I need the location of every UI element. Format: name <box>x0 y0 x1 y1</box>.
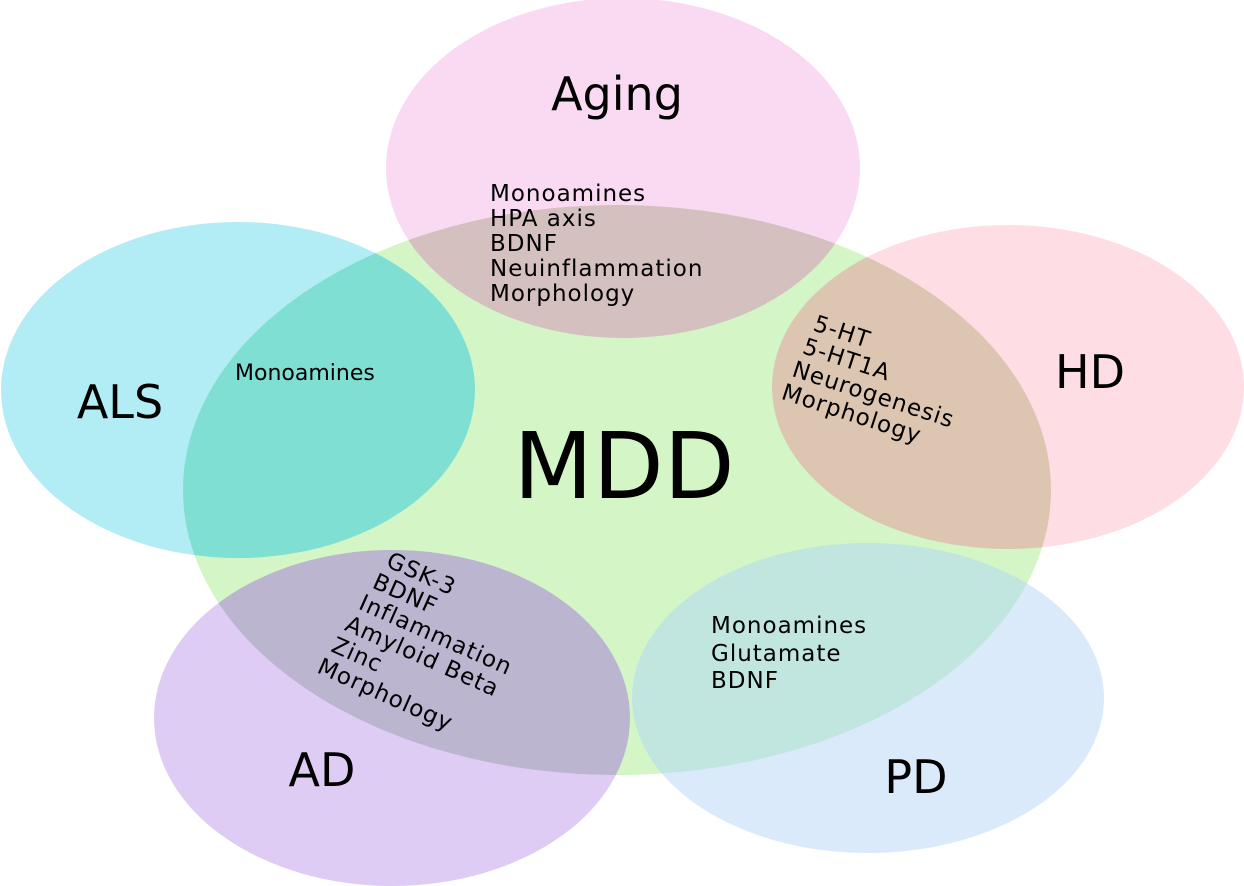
als-mdd-overlap <box>183 222 475 558</box>
aging-mdd-intersection-text: Monoamines HPA axis BDNF Neuinflammation… <box>490 181 703 307</box>
hd-mdd-overlap <box>772 225 1051 549</box>
aging-mdd-item: Monoamines <box>490 181 646 207</box>
als-set-ellipse <box>1 222 475 558</box>
als-label: ALS <box>77 375 163 429</box>
ad-mdd-overlap <box>183 550 630 775</box>
hd-set-ellipse <box>772 225 1244 549</box>
aging-mdd-item: BDNF <box>490 231 558 257</box>
aging-set-ellipse <box>386 0 860 338</box>
pd-label: PD <box>884 750 947 804</box>
aging-mdd-item: Morphology <box>490 281 635 307</box>
ad-set-ellipse <box>154 550 630 886</box>
pd-mdd-item: Monoamines <box>711 613 867 639</box>
aging-mdd-overlap <box>386 205 860 338</box>
aging-mdd-item: Neuinflammation <box>490 256 703 282</box>
ad-label: AD <box>289 743 356 797</box>
pd-mdd-intersection-text: Monoamines Glutamate BDNF <box>711 613 867 694</box>
pd-mdd-overlap <box>632 543 1051 775</box>
pd-set-ellipse <box>632 543 1104 853</box>
aging-label: Aging <box>551 67 683 121</box>
pd-mdd-item: Glutamate <box>711 641 842 667</box>
hd-label: HD <box>1055 345 1125 399</box>
mdd-label: MDD <box>513 413 734 520</box>
aging-mdd-item: HPA axis <box>490 206 597 232</box>
pd-mdd-item: BDNF <box>711 668 779 694</box>
als-mdd-item: Monoamines <box>235 361 375 386</box>
